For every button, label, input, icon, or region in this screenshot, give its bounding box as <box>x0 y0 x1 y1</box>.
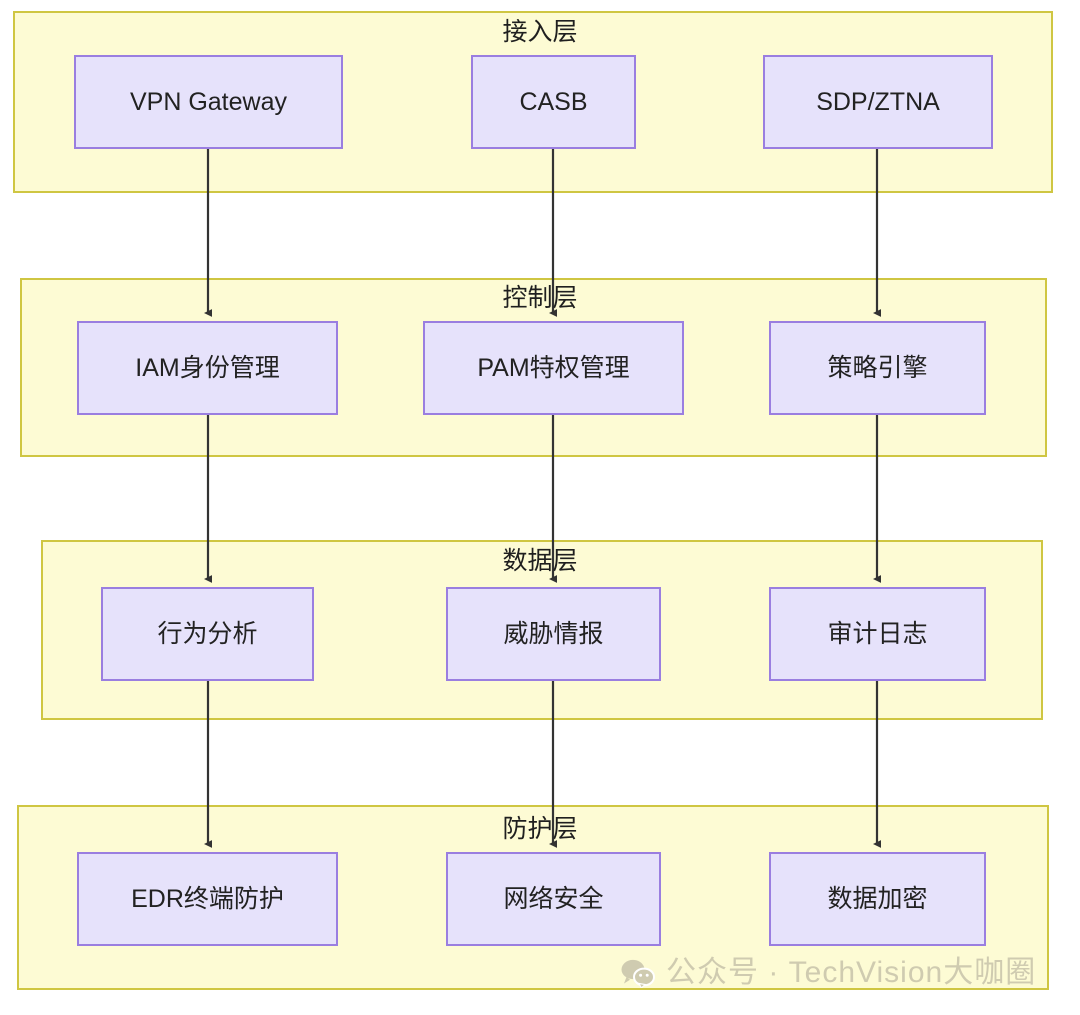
node-threat-intel[interactable]: 威胁情报 <box>446 587 661 681</box>
node-sdp-ztna[interactable]: SDP/ZTNA <box>763 55 993 149</box>
watermark: 公众号 · TechVision大咖圈 <box>620 955 1036 991</box>
node-behavior-analysis[interactable]: 行为分析 <box>101 587 314 681</box>
node-policy-engine[interactable]: 策略引擎 <box>769 321 986 415</box>
node-audit-log[interactable]: 审计日志 <box>769 587 986 681</box>
layer-title-access: 接入层 <box>502 18 578 46</box>
node-data-encryption[interactable]: 数据加密 <box>769 852 986 946</box>
wechat-icon <box>620 958 656 989</box>
node-iam[interactable]: IAM身份管理 <box>77 321 338 415</box>
node-network-security[interactable]: 网络安全 <box>446 852 661 946</box>
layer-title-protection: 防护层 <box>502 815 578 843</box>
watermark-text: 公众号 · TechVision大咖圈 <box>666 956 1037 989</box>
layer-title-control: 控制层 <box>502 284 578 312</box>
layer-title-data: 数据层 <box>502 547 578 575</box>
node-vpn-gateway[interactable]: VPN Gateway <box>74 55 343 149</box>
node-pam[interactable]: PAM特权管理 <box>423 321 684 415</box>
node-casb[interactable]: CASB <box>471 55 636 149</box>
node-edr[interactable]: EDR终端防护 <box>77 852 338 946</box>
